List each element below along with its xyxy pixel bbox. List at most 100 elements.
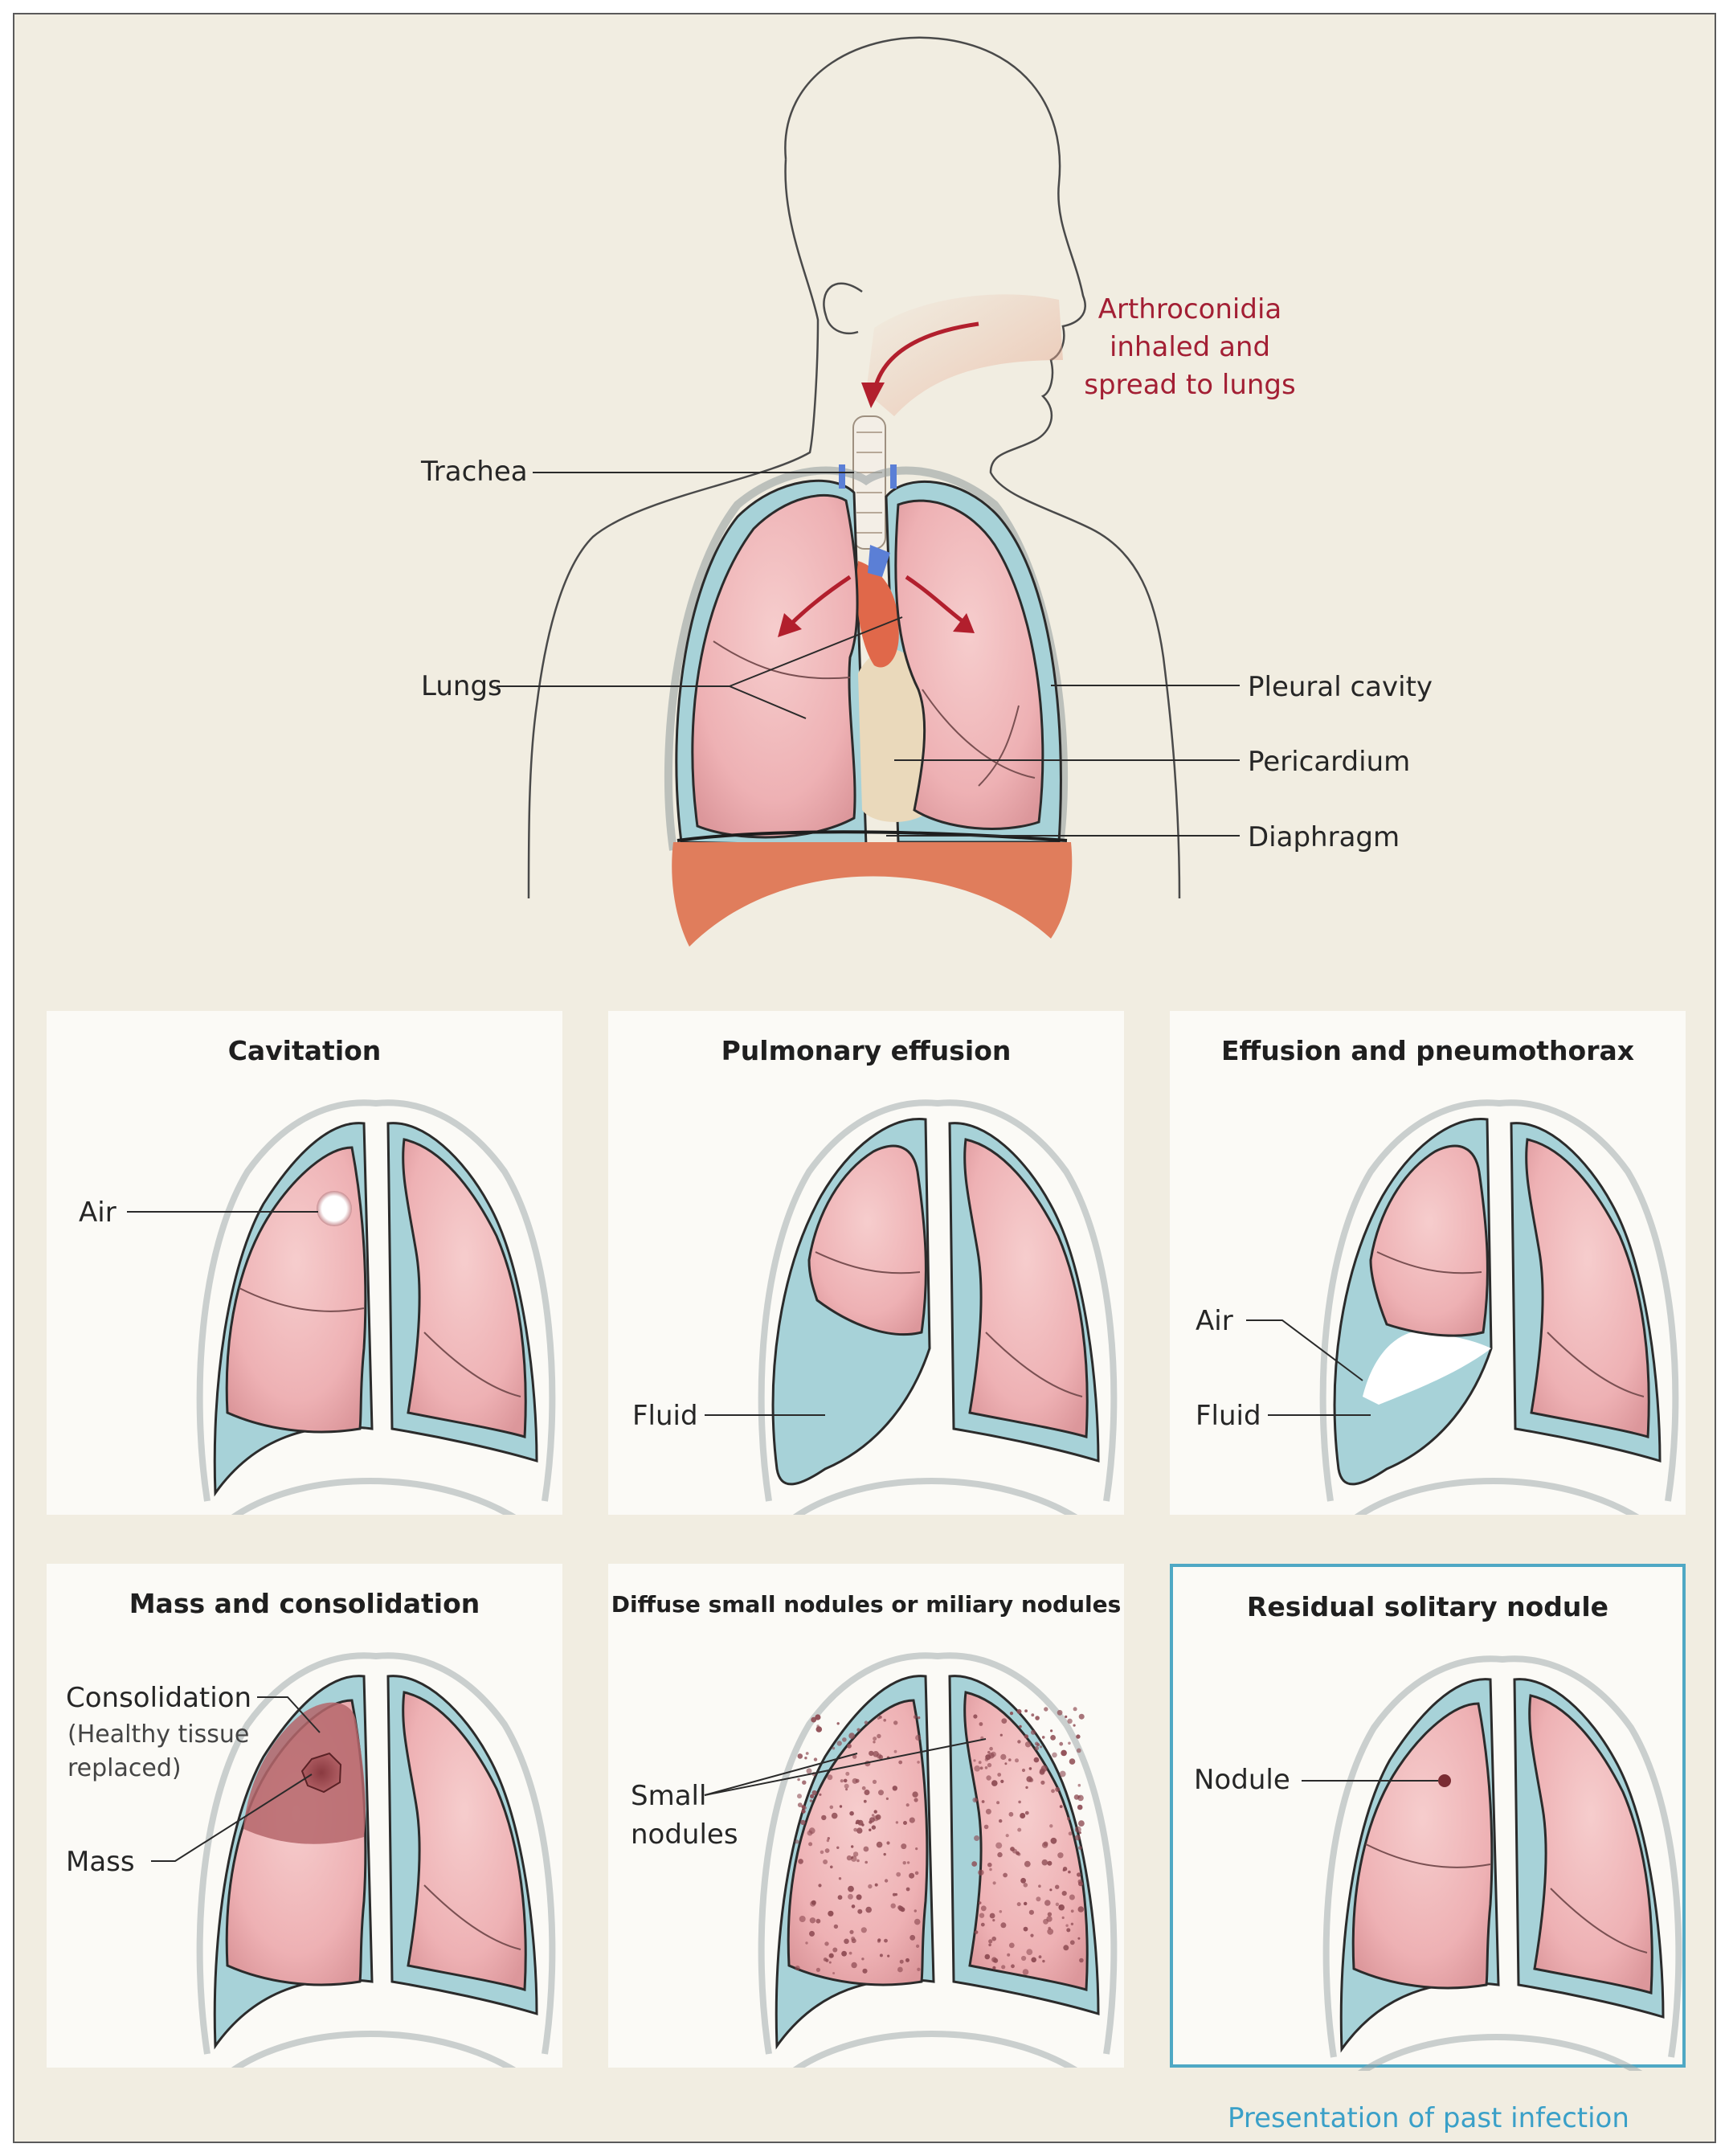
- nodule-dot: [1021, 1768, 1026, 1773]
- nodule-dot: [1077, 1794, 1084, 1802]
- nodule-dot: [826, 1839, 830, 1843]
- nodule-dot: [851, 1962, 857, 1969]
- nodule-dot: [1047, 1928, 1054, 1935]
- nodule-dot: [1076, 1734, 1081, 1739]
- nodule-dot: [1073, 1707, 1077, 1712]
- nodule-dot: [980, 1905, 987, 1912]
- nodule-dot: [818, 1884, 822, 1888]
- nodule-dot: [992, 1966, 996, 1970]
- nodule-dot: [1077, 1804, 1083, 1810]
- nodule-dot: [1005, 1834, 1009, 1838]
- nodule-dot: [1077, 1872, 1081, 1877]
- nodule-dot: [833, 1924, 839, 1929]
- heart-vessel: [856, 561, 899, 668]
- nodule-dot: [1065, 1715, 1068, 1718]
- nodule-dot: [1022, 1969, 1029, 1975]
- nodule-dot: [1008, 1942, 1015, 1949]
- nodule-dot: [869, 1828, 872, 1831]
- nodule-dot: [815, 1967, 820, 1972]
- nodule-dot: [851, 1856, 854, 1859]
- nodule-dot: [1024, 1734, 1029, 1739]
- panel-title: Effusion and pneumothorax: [1220, 1035, 1635, 1066]
- nodule-dot: [1059, 1741, 1064, 1746]
- nodule-dot: [844, 1938, 849, 1945]
- nodule-dot: [1019, 1724, 1022, 1728]
- nodule-dot: [872, 1779, 877, 1784]
- nodule-dot: [905, 1958, 909, 1962]
- effusion-illustration: Fluid: [632, 1099, 1118, 1515]
- nodule-dot: [797, 1753, 803, 1759]
- nodule-dot: [851, 1845, 854, 1848]
- nodule-dot: [1028, 1778, 1034, 1782]
- nodule-dot: [1069, 1940, 1075, 1945]
- nodule-dot: [1058, 1904, 1061, 1908]
- nodule-dot: [851, 1904, 856, 1908]
- nodule-dot: [856, 1859, 860, 1863]
- small-nodules-label-line-2: nodules: [631, 1818, 738, 1851]
- nodule-dot: [1055, 1786, 1061, 1792]
- nodule-dot: [863, 1799, 867, 1803]
- solitary-nodule: [1438, 1774, 1451, 1787]
- panel-title: Residual solitary nodule: [1246, 1591, 1609, 1622]
- nodule-dot: [1024, 1901, 1028, 1906]
- cavitation-illustration: Air: [79, 1099, 556, 1515]
- nodule-dot: [843, 1778, 848, 1783]
- nodule-dot: [809, 1799, 813, 1802]
- nodule-dot: [1068, 1870, 1071, 1874]
- nodule-dot: [902, 1861, 906, 1865]
- nodule-dot: [992, 1919, 995, 1922]
- mass-illustration: Consolidation (Healthy tissue replaced) …: [66, 1652, 556, 2068]
- nodule-dot: [885, 1797, 889, 1800]
- nodule-dot: [991, 1780, 998, 1786]
- nodule-dot: [848, 1893, 853, 1900]
- nodule-dot: [823, 1958, 828, 1962]
- nodule-label: Nodule: [1194, 1764, 1290, 1796]
- nodule-dot: [898, 1905, 904, 1912]
- nodule-dot: [797, 1802, 803, 1807]
- nodule-dot: [832, 1947, 838, 1953]
- nodule-dot: [1018, 1800, 1021, 1804]
- nodule-dot: [999, 1733, 1003, 1737]
- nodule-dot: [973, 1714, 978, 1719]
- nodule-dot: [984, 1766, 988, 1769]
- nodule-dot: [832, 1972, 836, 1974]
- nodule-dot: [893, 1720, 898, 1725]
- mass-label: Mass: [66, 1846, 135, 1878]
- nodule-dot: [820, 1850, 824, 1855]
- nodule-dot: [1076, 1748, 1081, 1753]
- nodule-dot: [1038, 1955, 1042, 1959]
- nodule-dot: [1000, 1922, 1007, 1929]
- nodule-dot: [979, 1722, 983, 1726]
- nodule-dot: [978, 1761, 982, 1765]
- nodule-dot: [1055, 1884, 1060, 1889]
- nodule-dot: [906, 1861, 910, 1864]
- nodule-dot: [1039, 1768, 1045, 1774]
- nodule-dot: [995, 1842, 1003, 1849]
- nodule-dot: [853, 1827, 858, 1832]
- nodule-dot: [828, 1910, 834, 1917]
- nodule-dot: [905, 1803, 909, 1807]
- nodule-dot: [914, 1918, 921, 1925]
- nodule-dot: [868, 1884, 873, 1889]
- nodule-dot: [811, 1790, 817, 1796]
- nodule-dot: [1061, 1749, 1067, 1757]
- nodule-dot: [915, 1847, 918, 1851]
- nodule-dot: [1077, 1906, 1085, 1913]
- nodule-dot: [985, 1808, 991, 1814]
- pneumothorax-illustration: Air Fluid: [1196, 1099, 1679, 1515]
- nodule-dot: [1042, 1959, 1045, 1963]
- nodule-dot: [1008, 1758, 1012, 1761]
- nodule-dot: [871, 1814, 875, 1817]
- panel-title: Pulmonary effusion: [721, 1035, 1012, 1066]
- nodule-dot: [873, 1741, 876, 1744]
- nodule-dot: [871, 1825, 877, 1830]
- nodule-dot: [1040, 1780, 1045, 1785]
- panel-effusion-pneumothorax: Air Fluid Effusion and pneumothorax: [1170, 1011, 1686, 1515]
- nodule-dot: [893, 1749, 897, 1753]
- pneumothorax-air: [1363, 1332, 1491, 1405]
- pericardium-shape: [858, 649, 930, 822]
- nodule-dot: [863, 1846, 869, 1852]
- nodule-dot: [905, 1887, 910, 1892]
- nodule-dot: [1028, 1909, 1034, 1915]
- nodule-dot: [1024, 1741, 1032, 1748]
